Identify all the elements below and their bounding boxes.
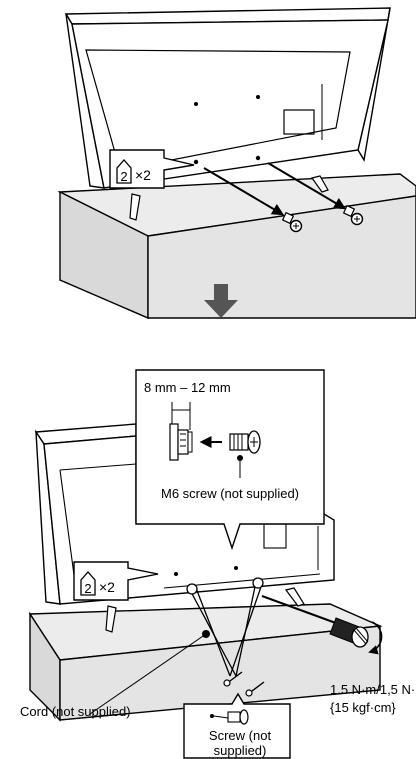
- tv-top: [64, 7, 391, 221]
- part-number: 2: [84, 581, 91, 596]
- screw-detail-callout: Screw (not supplied): [183, 692, 291, 759]
- m6-screw-label: M6 screw (not supplied): [161, 486, 299, 501]
- quantity: ×2: [135, 167, 151, 183]
- house-number-icon: [116, 159, 132, 184]
- down-arrow-icon: [204, 284, 238, 318]
- cord-label: Cord (not supplied): [20, 704, 131, 719]
- screw-icon: [342, 204, 364, 226]
- quantity: ×2: [99, 579, 115, 595]
- screw-icon: [223, 671, 265, 697]
- depth-label: 8 mm – 12 mm: [144, 380, 231, 395]
- rotation-arrow-icon: [368, 621, 383, 655]
- part-callout-top: 2 ×2: [109, 149, 195, 189]
- screw-depth-callout: 8 mm – 12 mm: [135, 369, 325, 551]
- cord: [89, 577, 264, 715]
- screw-label-line2: supplied): [214, 743, 267, 758]
- house-number-icon: [80, 571, 96, 596]
- table-bottom: [28, 603, 383, 722]
- bracket-icon: [169, 423, 193, 461]
- insert-arrow-left: [203, 167, 285, 216]
- insert-arrow-right: [267, 162, 347, 210]
- bottom-panel: 8 mm – 12 mm: [20, 369, 416, 759]
- part-callout-bottom: 2 ×2: [73, 561, 159, 601]
- torque-label-kgf: {15 kgf·cm}: [330, 700, 396, 715]
- torque-label: 1.5 N·m/1,5 N·m: [330, 682, 416, 697]
- screw-icon: [227, 709, 249, 725]
- top-panel: 2 ×2: [57, 7, 416, 320]
- screw-label-line1: Screw (not: [209, 728, 272, 743]
- screw-icon: [229, 430, 261, 454]
- screwdriver-icon: [261, 595, 369, 648]
- part-number: 2: [120, 169, 127, 184]
- table-top: [57, 173, 416, 320]
- screw-icon: [281, 211, 303, 233]
